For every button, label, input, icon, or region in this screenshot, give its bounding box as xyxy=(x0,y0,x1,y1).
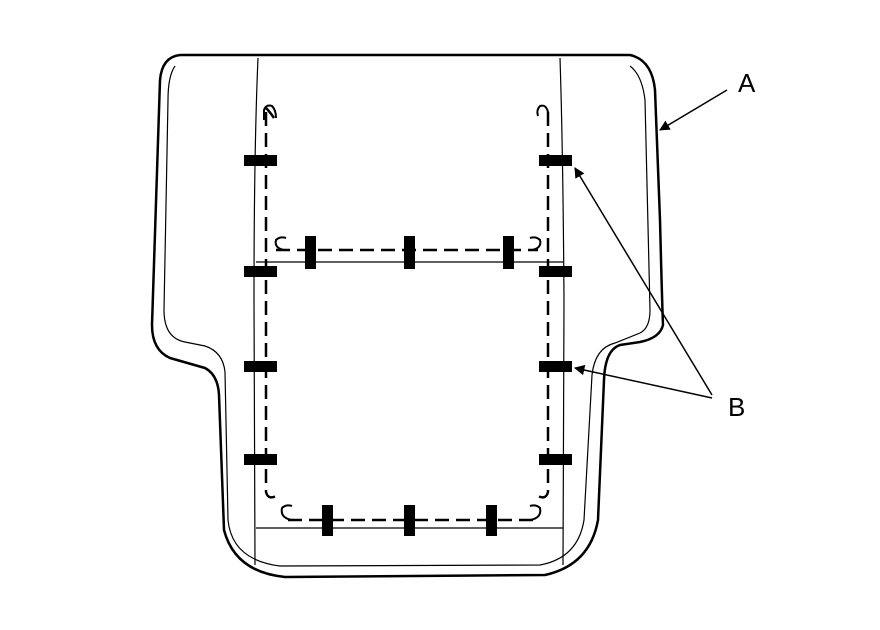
leader-line-b-lower xyxy=(573,364,713,399)
clip xyxy=(305,236,316,269)
cushion-outer-outline xyxy=(150,53,665,579)
clip xyxy=(486,505,497,536)
wire-hook-middle-left xyxy=(274,236,287,251)
right-panel-seam xyxy=(559,57,565,566)
left-panel-seam xyxy=(253,57,259,566)
wire-left-dashed xyxy=(264,107,277,499)
wire-right-dashed xyxy=(537,112,550,499)
clip xyxy=(539,361,572,372)
wire-hook-top-left xyxy=(263,104,277,120)
clip xyxy=(539,454,572,465)
wire-hook-middle-right xyxy=(529,236,542,251)
clip xyxy=(404,505,415,536)
wire-hook-top-right xyxy=(536,104,549,122)
clip xyxy=(539,266,572,277)
clip xyxy=(244,361,277,372)
leader-line-a xyxy=(659,89,728,131)
callout-label-b: B xyxy=(728,392,745,422)
clip xyxy=(539,155,572,166)
clip xyxy=(244,454,277,465)
clip xyxy=(244,155,277,166)
clip xyxy=(404,236,415,269)
cushion-inner-seam xyxy=(163,65,651,567)
clip xyxy=(244,266,277,277)
leader-line-b-upper xyxy=(574,167,713,396)
wire-hook-bottom-right xyxy=(529,504,542,521)
clip xyxy=(503,236,514,269)
clip xyxy=(322,505,333,536)
callout-label-a: A xyxy=(738,68,756,98)
wire-hook-bottom-left xyxy=(280,504,293,521)
